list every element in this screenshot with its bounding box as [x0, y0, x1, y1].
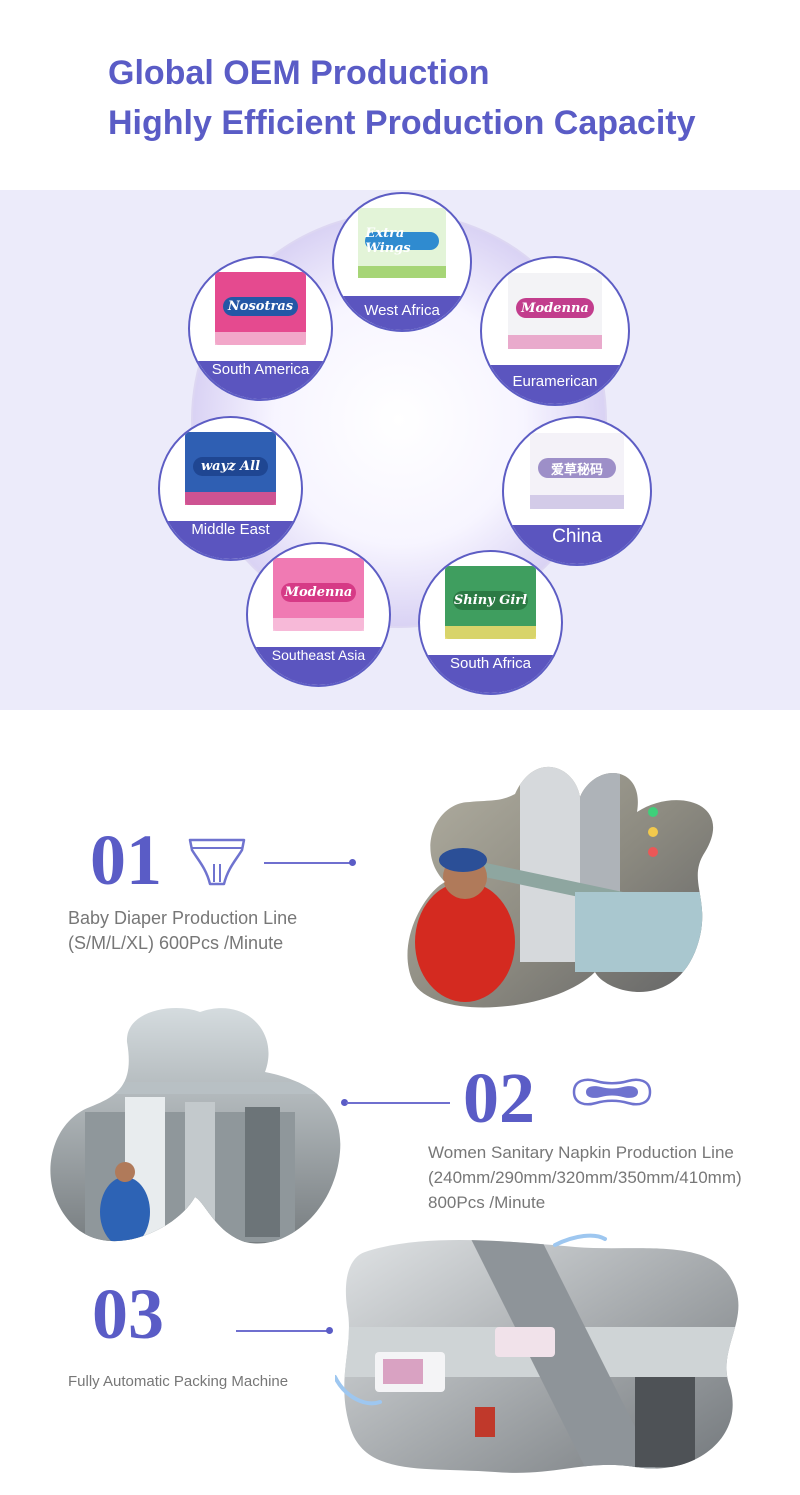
line-03-connector-dot	[326, 1327, 333, 1334]
package-brand: Nosotras	[222, 297, 299, 317]
product-package-image: Modenna	[508, 272, 602, 349]
line-number-02: 02	[463, 1058, 535, 1138]
product-package-image: Shiny Girl	[445, 566, 536, 640]
product-package-image: 爱草秘码	[530, 432, 624, 509]
product-package-image: Nosotras	[215, 272, 306, 346]
market-label: South Africa	[450, 655, 531, 672]
line-03-connector	[236, 1330, 330, 1332]
product-package-image: wayz All	[185, 432, 276, 506]
line-01-connector-dot	[349, 859, 356, 866]
line-02-speed: 800Pcs /Minute	[428, 1193, 546, 1212]
market-middle-east: wayz All Middle East	[158, 416, 303, 561]
package-brand: wayz All	[192, 457, 269, 477]
line-02-connector	[346, 1102, 450, 1104]
sanitary-pad-icon	[572, 1078, 652, 1106]
package-brand: Modenna	[515, 298, 595, 319]
line-number-01: 01	[90, 820, 162, 900]
line-01-connector	[264, 862, 352, 864]
line-01-detail: (S/M/L/XL) 600Pcs /Minute	[68, 933, 284, 953]
packing-machine-photo	[335, 1233, 739, 1473]
market-china: 爱草秘码 China	[502, 416, 652, 566]
product-package-image: Modenna	[273, 558, 364, 632]
line-01-title: Baby Diaper Production Line	[68, 908, 298, 928]
diaper-line-photo	[407, 766, 714, 1008]
package-brand: Shiny Girl	[452, 591, 529, 611]
market-euramerican: Modenna Euramerican	[480, 256, 630, 406]
package-brand: Extra Wings	[365, 226, 439, 256]
line-02-detail: (240mm/290mm/320mm/350mm/410mm)	[428, 1168, 742, 1187]
global-markets-panel: Extra Wings West Africa Modenna Eurameri…	[0, 190, 800, 710]
market-southeast-asia: Modenna Southeast Asia	[246, 542, 391, 687]
market-west-africa: Extra Wings West Africa	[332, 192, 472, 332]
line-02-connector-dot	[341, 1099, 348, 1106]
page-header: Global OEM Production Highly Efficient P…	[0, 0, 800, 190]
page-subtitle: Highly Efficient Production Capacity	[108, 104, 696, 142]
market-label: Euramerican	[512, 373, 598, 390]
product-package-image: Extra Wings	[358, 207, 446, 279]
napkin-line-photo	[50, 1007, 341, 1244]
market-label: Middle East	[191, 521, 270, 538]
package-brand: Modenna	[280, 583, 357, 603]
market-label: Southeast Asia	[271, 647, 366, 663]
market-label: South America	[211, 361, 310, 378]
production-lines-section: 01 Baby Diaper Production Line (S/M/L/XL…	[0, 712, 800, 1495]
market-south-america: Nosotras South America	[188, 256, 333, 401]
line-03-title: Fully Automatic Packing Machine	[68, 1373, 289, 1390]
line-number-03: 03	[92, 1274, 164, 1354]
market-south-africa: Shiny Girl South Africa	[418, 550, 563, 695]
package-brand: 爱草秘码	[537, 458, 617, 479]
market-label: West Africa	[364, 302, 440, 319]
page-title: Global OEM Production	[108, 54, 490, 92]
diaper-icon	[188, 838, 246, 886]
line-02-title: Women Sanitary Napkin Production Line	[428, 1143, 734, 1162]
market-label: China	[552, 526, 602, 547]
